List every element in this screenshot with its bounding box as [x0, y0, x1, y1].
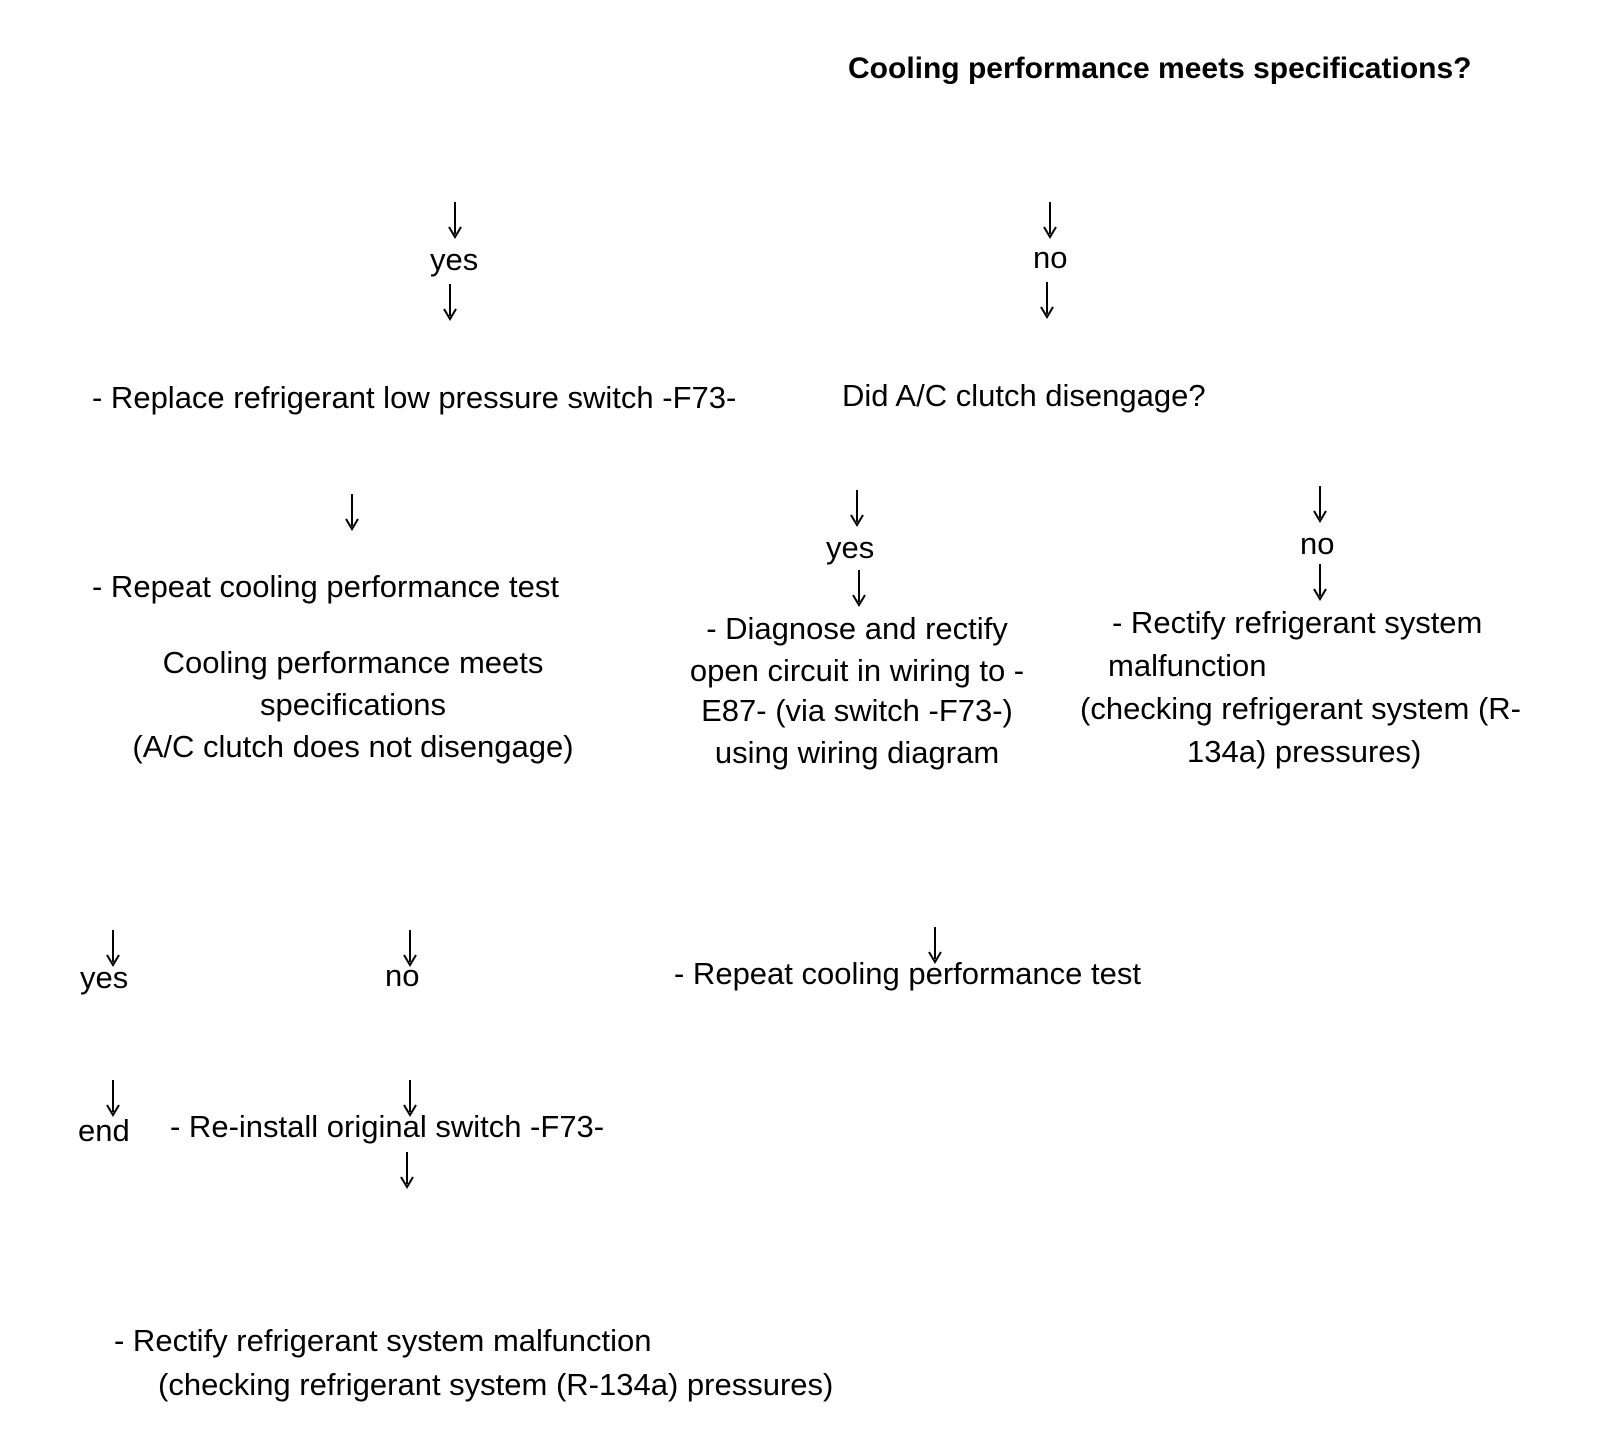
arrow-down-icon: [1310, 484, 1330, 524]
arrow-down-icon: [1040, 200, 1060, 240]
arrow-down-icon: [400, 928, 420, 968]
step-rectify-right-line1: - Rectify refrigerant system: [1112, 605, 1483, 640]
clutch-question: Did A/C clutch disengage?: [842, 378, 1206, 413]
step-diagnose-line4: using wiring diagram: [714, 735, 1000, 770]
lower-no-label: no: [385, 958, 420, 993]
step-diagnose-line2: open circuit in wiring to -: [689, 653, 1025, 688]
arrow-down-icon: [397, 1150, 417, 1190]
arrow-down-icon: [103, 928, 123, 968]
result-meets-line3: (A/C clutch does not disengage): [132, 729, 574, 764]
arrow-down-icon: [103, 1078, 123, 1118]
clutch-no-label: no: [1300, 526, 1335, 561]
result-meets-line2: specifications: [259, 687, 447, 722]
branch-yes-label: yes: [430, 242, 479, 277]
arrow-down-icon: [445, 200, 465, 240]
step-rectify-bottom-line1: - Rectify refrigerant system malfunction: [114, 1323, 652, 1358]
result-meets-line1: Cooling performance meets: [162, 645, 544, 680]
branch-no-label: no: [1033, 240, 1068, 275]
step-diagnose-line1: - Diagnose and rectify: [706, 611, 1008, 646]
step-replace-switch: - Replace refrigerant low pressure switc…: [92, 380, 737, 415]
lower-yes-label: yes: [80, 960, 129, 995]
step-rectify-right-line2: malfunction: [1108, 648, 1267, 683]
arrow-down-icon: [342, 492, 362, 532]
step-repeat-test-left: - Repeat cooling performance test: [92, 569, 559, 604]
step-diagnose-line3: E87- (via switch -F73-): [701, 693, 1013, 728]
step-rectify-bottom-line2: (checking refrigerant system (R-134a) pr…: [158, 1367, 834, 1402]
main-question: Cooling performance meets specifications…: [848, 52, 1472, 85]
arrow-down-icon: [1037, 280, 1057, 320]
arrow-down-icon: [847, 488, 867, 528]
step-repeat-test-right: - Repeat cooling performance test: [674, 956, 1141, 991]
step-rectify-right-line4: 134a) pressures): [1187, 734, 1422, 769]
step-rectify-right-line3: (checking refrigerant system (R-: [1080, 691, 1522, 726]
clutch-yes-label: yes: [826, 530, 875, 565]
arrow-down-icon: [925, 925, 945, 965]
arrow-down-icon: [1310, 562, 1330, 602]
arrow-down-icon: [400, 1078, 420, 1118]
end-label: end: [78, 1113, 130, 1148]
arrow-down-icon: [849, 568, 869, 608]
arrow-down-icon: [440, 282, 460, 322]
step-reinstall-switch: - Re-install original switch -F73-: [170, 1109, 605, 1144]
